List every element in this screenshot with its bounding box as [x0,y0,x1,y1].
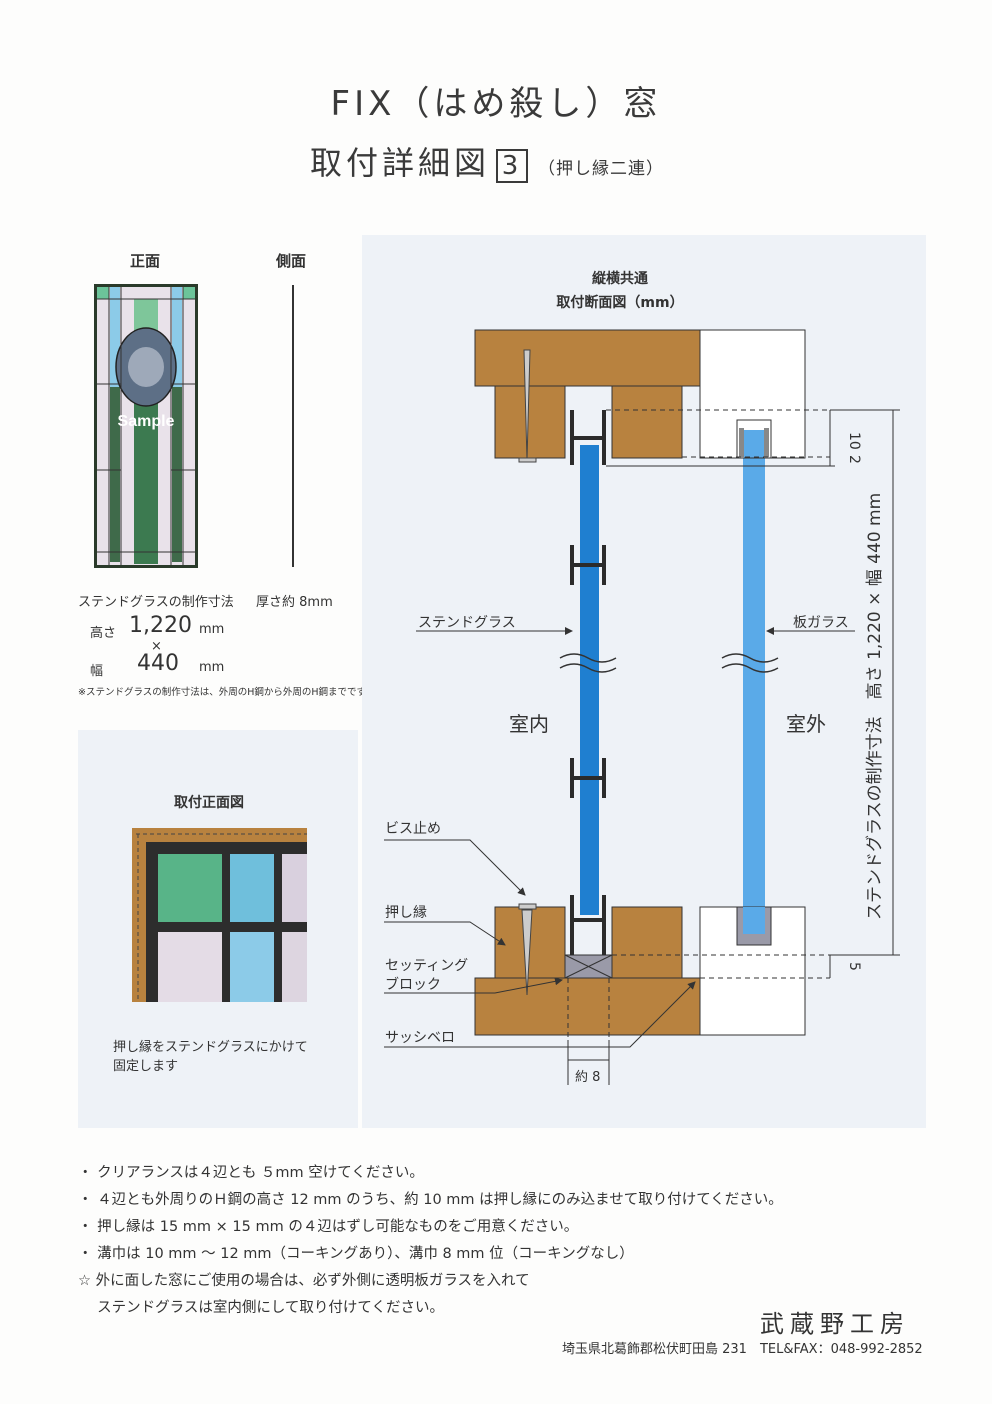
company-name: 武蔵野工房 [760,1310,910,1338]
sash-sill [474,977,701,1036]
install-front-caption-1: 押し縁をステンドグラスにかけて [113,1040,308,1055]
label-sash: サッシベロ [385,1030,455,1046]
front-view-label: 正面 [130,252,161,270]
dim-height-unit: mm [199,622,225,637]
vertical-dimension: ステンドグラスの制作寸法 高さ 1,220 × 幅 440 mm [865,493,885,920]
sample-watermark: Sample [118,413,175,430]
side-view-line [292,285,294,567]
install-front-caption-2: 固定します [113,1059,179,1074]
dim-heading: ステンドグラスの制作寸法 [78,595,234,610]
title-number: 3 [496,149,529,183]
dim-note: ※ステンドグラスの制作寸法は、外周のH鋼から外周のH鋼までです。 [78,687,375,698]
bottom-screw [521,909,533,996]
company-address: 埼玉県北葛飾郡松伏町田島 231 TEL&FAX：048-992-2852 [562,1342,923,1357]
dim-5: 5 [846,962,862,971]
dim-width-value: 440 [137,651,179,676]
title-main: 取付詳細図 [310,144,491,182]
label-setting-block-1: セッティング [385,958,469,974]
side-view-label: 側面 [276,252,307,270]
section-heading-2: 取付断面図（mm） [556,295,684,311]
note-item: ・ ４辺とも外周りのＨ鋼の高さ 12 mm のうち、約 10 mm は押し縁にの… [78,1192,783,1208]
note-item: ・ クリアランスは４辺とも ５mm 空けてください。 [78,1165,424,1181]
top-stop-bead-left [494,385,566,459]
bottom-stop-bead-right [611,906,683,979]
stained-glass-front-image: Sample [94,284,198,568]
dim-thickness: 厚さ約 8mm [256,595,333,610]
title-variant: （押し縁二連） [538,159,665,179]
plate-glass [743,430,765,935]
dim-2: 2 [846,455,862,464]
dim-10: 10 [846,432,862,450]
dim-width-unit: mm [199,660,225,675]
label-outdoor: 室外 [786,712,826,736]
label-stained-glass: ステンドグラス [418,615,516,631]
h-steel [570,410,606,955]
top-stop-bead-right [611,385,683,459]
note-item: ・ 溝巾は 10 mm ～ 12 mm（コーキングあり）、溝巾 8 mm 位（コ… [78,1246,634,1262]
install-front-image [132,828,307,1002]
top-frame [474,329,701,387]
dim-times: × [151,639,162,654]
section-heading-1: 縦横共通 [592,271,648,287]
title-line1: FIX（はめ殺し）窓 [330,84,662,124]
label-stop-bead: 押し縁 [385,905,427,921]
dim-height-value: 1,220 [129,613,192,638]
note-item: ・ 押し縁は 15 mm × 15 mm の４辺はずし可能なものをご用意ください… [78,1219,579,1235]
label-screw: ビス止め [385,821,441,837]
stained-glass [580,445,599,915]
dim-width-label: 幅 [90,664,104,679]
dim-height-label: 高さ [90,626,117,641]
label-plate-glass: 板ガラス [793,615,849,631]
label-dim-8: 約 8 [575,1070,601,1085]
note-item: ☆ 外に面した窓にご使用の場合は、必ず外側に透明板ガラスを入れて [78,1273,530,1289]
install-front-heading: 取付正面図 [174,795,244,811]
note-item: ステンドグラスは室内側にして取り付けてください。 [78,1300,444,1316]
notes-list: ・ クリアランスは４辺とも ５mm 空けてください。 ・ ４辺とも外周りのＨ鋼の… [78,1160,783,1322]
label-indoor: 室内 [509,712,549,736]
label-setting-block-2: ブロック [385,977,441,993]
top-screw [523,349,531,461]
